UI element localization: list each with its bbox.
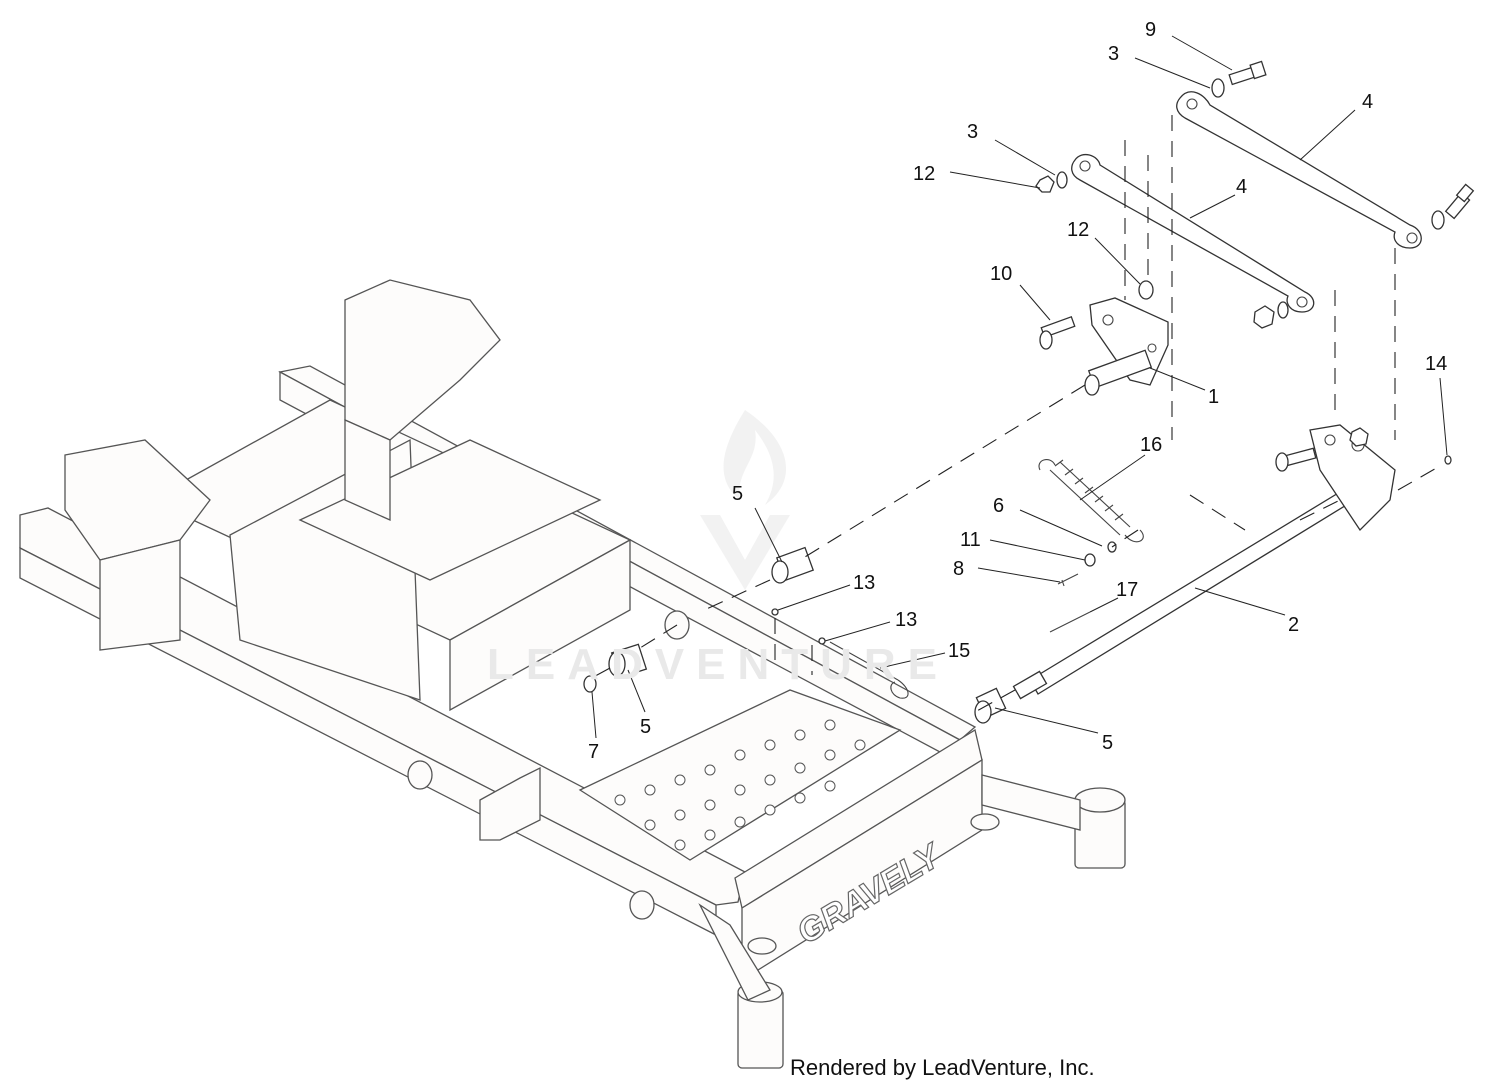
lift-link-upper bbox=[1176, 91, 1422, 249]
callout-2: 2 bbox=[1288, 614, 1299, 636]
callout-8: 8 bbox=[953, 558, 964, 580]
callout-11: 11 bbox=[960, 529, 981, 551]
washer-lower-link bbox=[1277, 301, 1289, 319]
cotter-pin-8 bbox=[1057, 573, 1079, 587]
callout-13: 13 bbox=[895, 609, 917, 631]
pin-17 bbox=[1049, 611, 1091, 633]
nut-lower-link bbox=[1253, 305, 1275, 329]
watermark-text: LEADVENTURE bbox=[487, 640, 950, 689]
callout-5: 5 bbox=[1102, 732, 1113, 754]
callout-4: 4 bbox=[1236, 176, 1247, 198]
step-plate-holes bbox=[614, 719, 866, 851]
mower-frame: GRAVELY bbox=[19, 279, 1126, 1069]
callout-16: 16 bbox=[1140, 434, 1162, 456]
nut-12-upper bbox=[1035, 175, 1055, 193]
callouts: 9 3 4 3 12 4 12 10 1 14 16 5 6 11 8 13 1… bbox=[588, 19, 1447, 763]
callout-6: 6 bbox=[993, 495, 1004, 517]
callout-5: 5 bbox=[640, 716, 651, 738]
hardware-bolt-9 bbox=[1228, 60, 1267, 86]
lift-link-lower bbox=[1071, 153, 1315, 313]
rock-shaft-2 bbox=[1012, 424, 1396, 700]
caster-mount-right bbox=[981, 774, 1126, 869]
callout-12: 12 bbox=[1067, 219, 1089, 241]
alignment-lines bbox=[587, 115, 1441, 713]
washer-3-lower bbox=[1056, 171, 1068, 189]
bushing-5-upper bbox=[771, 546, 815, 584]
pin-10 bbox=[1039, 315, 1076, 350]
callout-7: 7 bbox=[588, 741, 599, 763]
bushing-5-middle bbox=[608, 643, 648, 679]
callout-5: 5 bbox=[732, 483, 743, 505]
lift-arm-1 bbox=[1084, 297, 1169, 396]
callout-1: 1 bbox=[1208, 386, 1219, 408]
nut-12-lower bbox=[1138, 280, 1154, 300]
caster-mount-left bbox=[698, 903, 784, 1069]
callout-17: 17 bbox=[1116, 579, 1138, 601]
bolt-right-link bbox=[1444, 183, 1475, 220]
hook-rod-15 bbox=[829, 641, 909, 699]
washer-11 bbox=[1084, 553, 1096, 567]
callout-3: 3 bbox=[967, 121, 978, 143]
bushing-5-lower bbox=[974, 687, 1007, 724]
callout-13: 13 bbox=[853, 572, 875, 594]
washer-right-link bbox=[1431, 210, 1445, 230]
retaining-ring-7 bbox=[583, 675, 597, 693]
callout-4: 4 bbox=[1362, 91, 1373, 113]
callout-3: 3 bbox=[1108, 43, 1119, 65]
extension-spring-16 bbox=[1038, 459, 1144, 543]
clip-13-left bbox=[771, 608, 779, 616]
callout-15: 15 bbox=[948, 640, 970, 662]
callout-12: 12 bbox=[913, 163, 935, 185]
clip-14 bbox=[1444, 455, 1452, 465]
callout-10: 10 bbox=[990, 263, 1012, 285]
callout-14: 14 bbox=[1425, 353, 1447, 375]
render-credit: Rendered by LeadVenture, Inc. bbox=[790, 1055, 1095, 1080]
washer-3-upper bbox=[1211, 78, 1225, 98]
leader-lines bbox=[591, 35, 1448, 739]
bolt-rock-shaft bbox=[1275, 447, 1317, 472]
callout-9: 9 bbox=[1145, 19, 1156, 41]
